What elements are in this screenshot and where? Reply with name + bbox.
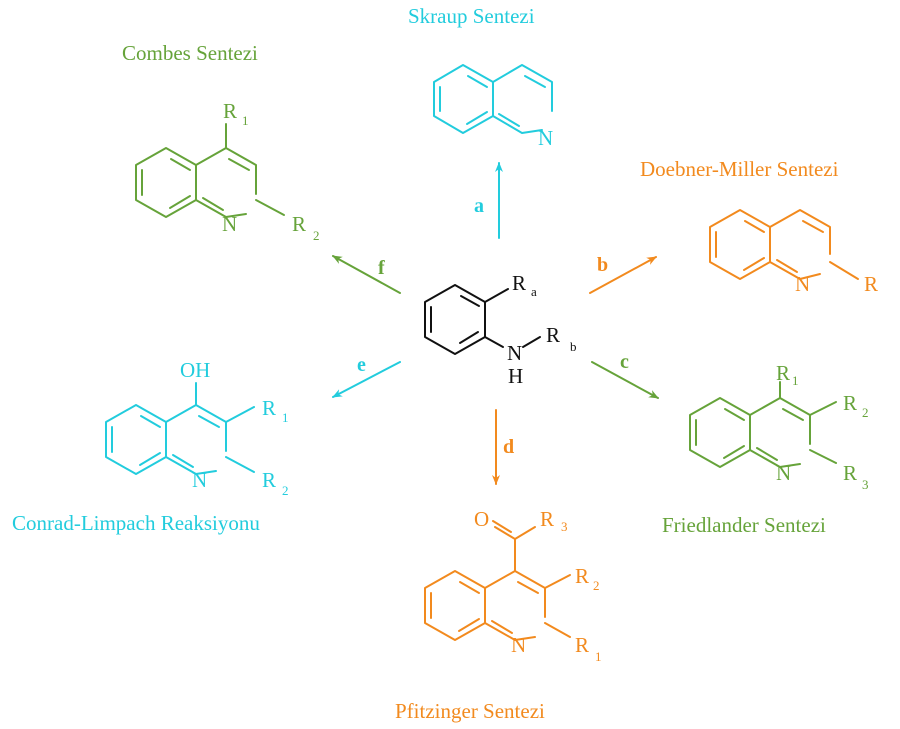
aniline-ring (424, 284, 541, 355)
doebner-miller-r: R (864, 272, 878, 296)
combes-nitrogen: N (222, 212, 237, 236)
pfitzinger-r2-symbol: R (575, 564, 589, 588)
conrad-limpach-r2-index: 2 (282, 483, 289, 498)
pfitzinger-r2-index: 2 (593, 578, 600, 593)
pfitzinger-r3-index: 3 (561, 519, 568, 534)
pfitzinger-r1-index: 1 (595, 649, 602, 664)
arrow-f (332, 255, 401, 294)
substituent-rb-index: b (570, 339, 577, 354)
combes-r2-symbol: R (292, 212, 306, 236)
pfitzinger-r3-symbol: R (540, 507, 554, 531)
step-label-e: e (357, 354, 366, 376)
pfitzinger-quinoline-bonds (424, 520, 571, 641)
friedlander-r3-index: 3 (862, 477, 869, 492)
doebner-miller-quinoline-bonds (709, 209, 859, 280)
combes-title: Combes Sentezi (122, 41, 258, 65)
friedlander-r3-symbol: R (843, 461, 857, 485)
skraup-quinoline-bonds (433, 64, 553, 134)
step-label-f: f (378, 257, 385, 279)
step-label-c: c (620, 351, 629, 373)
skraup-nitrogen: N (538, 126, 553, 150)
friedlander-quinoline-bonds (689, 381, 837, 468)
pfitzinger-oxygen: O (474, 507, 489, 531)
friedlander-product: R 1 R 2 N R 3 Friedlander Sentezi (662, 361, 869, 537)
combes-product: Combes Sentezi R 1 N R 2 (122, 41, 320, 243)
conrad-limpach-r1-index: 1 (282, 410, 289, 425)
step-label-b: b (597, 254, 608, 276)
doebner-miller-product: Doebner-Miller Sentezi N R (640, 157, 878, 296)
combes-r2-index: 2 (313, 228, 320, 243)
substituent-rb-symbol: R (546, 323, 560, 347)
conrad-limpach-hydroxyl: OH (180, 358, 210, 382)
friedlander-title: Friedlander Sentezi (662, 513, 826, 537)
conrad-limpach-r1-symbol: R (262, 396, 276, 420)
friedlander-r2-index: 2 (862, 405, 869, 420)
friedlander-r1-index: 1 (792, 373, 799, 388)
doebner-miller-title: Doebner-Miller Sentezi (640, 157, 839, 181)
amine-hydrogen: H (508, 364, 523, 388)
substituent-ra-index: a (531, 284, 537, 299)
skraup-product: Skraup Sentezi N (408, 4, 553, 150)
conrad-limpach-product: OH R 1 N R 2 Conrad-Limpach Reaksiyonu (12, 358, 289, 535)
skraup-title: Skraup Sentezi (408, 4, 535, 28)
arrow-e (332, 361, 401, 398)
pfitzinger-nitrogen: N (511, 633, 526, 657)
conrad-limpach-nitrogen: N (192, 468, 207, 492)
pfitzinger-r1-symbol: R (575, 633, 589, 657)
friedlander-nitrogen: N (776, 461, 791, 485)
combes-quinoline-bonds (135, 123, 285, 218)
combes-r1-index: 1 (242, 113, 249, 128)
aniline-reactant: R a N H R b (424, 271, 577, 388)
conrad-limpach-r2-symbol: R (262, 468, 276, 492)
amine-nitrogen: N (507, 341, 522, 365)
step-label-a: a (474, 195, 484, 217)
substituent-ra-symbol: R (512, 271, 526, 295)
arrow-b (589, 256, 657, 294)
conrad-limpach-quinoline-bonds (105, 382, 255, 475)
pfitzinger-product: O R 3 R 2 N R 1 Pfitzinger Sentezi (395, 507, 602, 723)
arrow-c (591, 361, 659, 399)
step-label-d: d (503, 436, 514, 458)
pfitzinger-title: Pfitzinger Sentezi (395, 699, 545, 723)
conrad-limpach-title: Conrad-Limpach Reaksiyonu (12, 511, 260, 535)
combes-r1-symbol: R (223, 99, 237, 123)
friedlander-r2-symbol: R (843, 391, 857, 415)
doebner-miller-nitrogen: N (795, 272, 810, 296)
friedlander-r1-symbol: R (776, 361, 790, 385)
